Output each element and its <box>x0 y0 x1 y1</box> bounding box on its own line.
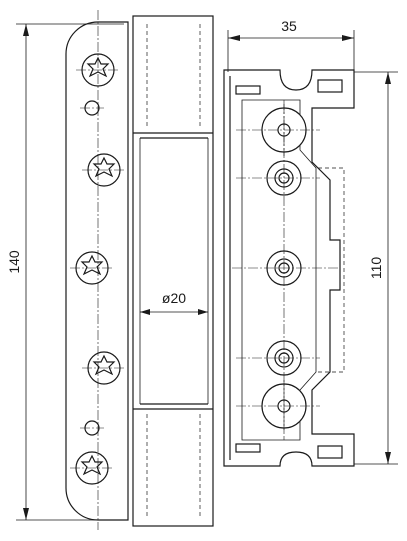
torx-screw <box>82 153 126 187</box>
pin-hole <box>80 100 104 116</box>
torx-screw <box>70 451 114 485</box>
frame-screw <box>236 380 320 432</box>
mounting-width-label: 35 <box>281 18 297 34</box>
diameter-symbol: ø <box>162 290 171 306</box>
torx-screw <box>82 351 126 385</box>
torx-screw <box>76 53 120 87</box>
frame-screw <box>232 250 340 286</box>
overall-height-dimension: 140 <box>6 23 124 521</box>
mounting-width-dimension: 35 <box>227 18 355 72</box>
frame-screw <box>236 160 320 196</box>
svg-text:ø20: ø20 <box>162 290 186 306</box>
barrel-diameter-dimension: ø20 <box>140 290 208 315</box>
torx-screw <box>70 251 114 285</box>
frame-screw <box>236 340 320 376</box>
overall-height-label: 140 <box>6 250 22 274</box>
barrel-diameter-label: 20 <box>170 290 186 306</box>
pin-hole <box>80 420 104 436</box>
hinge-barrel <box>132 15 214 527</box>
mounting-height-label: 110 <box>368 257 384 280</box>
door-leaf-plate <box>65 10 129 530</box>
mounting-height-dimension: 110 <box>354 71 398 465</box>
frame-screw <box>236 104 320 156</box>
